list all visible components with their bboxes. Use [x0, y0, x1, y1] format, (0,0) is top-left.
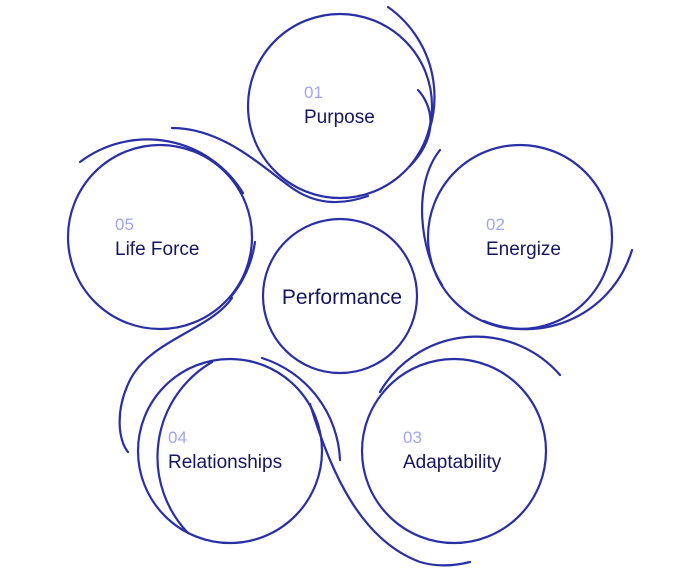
center-circle — [261, 217, 419, 375]
arc-adaptability-top — [378, 335, 562, 394]
node-life-force-number: 05 — [115, 215, 134, 234]
node-energize-label: Energize — [486, 239, 561, 260]
arc-purpose-energize — [408, 88, 432, 168]
arc-energize-left — [420, 148, 444, 287]
node-energize-circle — [426, 143, 614, 331]
node-adaptability-number: 03 — [403, 428, 422, 447]
arc-adaptability-bottom — [308, 402, 472, 567]
center-node: Performance — [261, 217, 419, 375]
arc-relationships-right — [260, 356, 342, 462]
node-purpose-label: Purpose — [304, 107, 375, 128]
arc-energize-bottom — [482, 248, 634, 331]
node-adaptability-circle — [360, 357, 548, 545]
arc-lifeforce-purpose — [170, 126, 370, 204]
node-life-force: 05 Life Force — [66, 143, 254, 331]
node-relationships-number: 04 — [168, 428, 187, 447]
node-energize-number: 02 — [486, 215, 505, 234]
node-life-force-circle — [66, 143, 254, 331]
center-label: Performance — [282, 286, 402, 309]
node-relationships: 04 Relationships — [136, 357, 324, 545]
node-purpose-circle — [246, 12, 434, 200]
node-purpose-number: 01 — [304, 83, 323, 102]
node-relationships-circle — [136, 357, 324, 545]
arc-purpose-right — [386, 5, 436, 168]
node-relationships-label: Relationships — [168, 452, 282, 473]
arc-relationships-left — [156, 360, 214, 535]
node-adaptability: 03 Adaptability — [360, 357, 548, 545]
node-adaptability-label: Adaptability — [403, 452, 502, 473]
node-energize: 02 Energize — [426, 143, 614, 331]
arc-lifeforce-right — [228, 240, 257, 300]
arc-lifeforce-relationships — [118, 296, 234, 454]
node-purpose: 01 Purpose — [246, 12, 434, 200]
arc-lifeforce-top — [78, 138, 245, 195]
connector-arcs — [78, 5, 634, 567]
node-life-force-label: Life Force — [115, 239, 199, 260]
